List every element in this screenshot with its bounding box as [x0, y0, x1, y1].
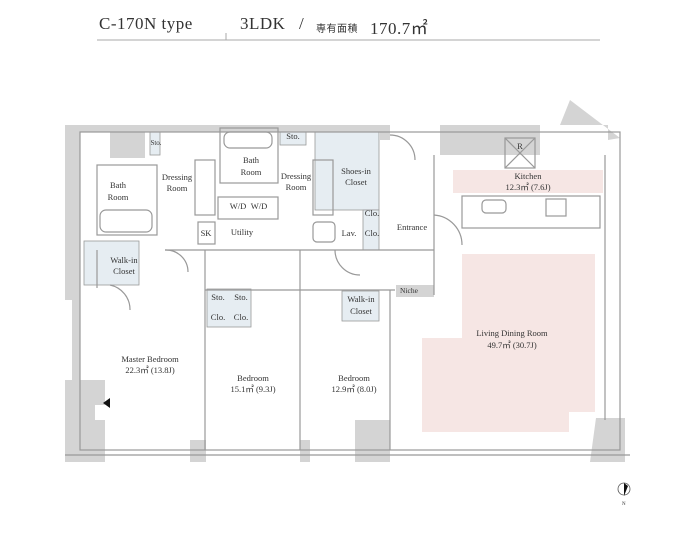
label-bedroom-2-area: 12.9㎡ (8.0J): [331, 384, 377, 394]
label-bath-mid: Bath: [242, 155, 260, 165]
label-kitchen-area: 12.3㎡ (7.6J): [505, 182, 551, 192]
label-walkin-left: Walk-in: [110, 255, 138, 265]
label-bedroom-2: Bedroom: [338, 373, 370, 383]
label-niche: Niche: [400, 286, 418, 295]
label-lav: Lav.: [341, 228, 357, 238]
label-walkin-left-2: Closet: [113, 266, 135, 276]
label-dressing-mid: Dressing: [280, 171, 312, 181]
label-walkin-mid: Walk-in: [347, 294, 375, 304]
label-dressing-left: Dressing: [161, 172, 193, 182]
label-sto-mid: Sto.: [286, 131, 300, 141]
label-dressing-mid-2: Room: [285, 182, 307, 192]
label-entrance: Entrance: [396, 222, 428, 232]
entrance-arrow-icon: [103, 398, 110, 408]
kitchen-area: [453, 170, 603, 193]
label-bath-left: Bath: [109, 180, 127, 190]
compass-icon: [617, 482, 631, 496]
label-shoes-closet: Shoes-in: [341, 166, 371, 176]
label-wd-1: W/D: [229, 201, 247, 211]
label-sto-b1: Sto.: [211, 292, 225, 302]
label-clo-b1: Clo.: [210, 312, 226, 322]
label-sto-topleft: Sto.: [150, 139, 162, 147]
closets: [83, 127, 380, 328]
room-outlines: [65, 127, 630, 456]
label-sk: SK: [200, 228, 212, 238]
label-clo-b2: Clo.: [233, 312, 249, 322]
label-bath-left-2: Room: [107, 192, 129, 202]
label-wd-2: W/D: [250, 201, 268, 211]
label-dressing-left-2: Room: [166, 183, 188, 193]
label-sto-b2: Sto.: [234, 292, 248, 302]
label-clo-2: Clo.: [364, 228, 380, 238]
area-value: 170.7㎡: [370, 19, 429, 38]
layout-type: 3LDK: [240, 14, 286, 33]
label-clo-1: Clo.: [364, 208, 380, 218]
label-master-bedroom: Master Bedroom: [121, 354, 179, 364]
label-ldk: Living Dining Room: [476, 328, 548, 338]
label-bedroom-1-area: 15.1㎡ (9.3J): [230, 384, 276, 394]
label-utility: Utility: [230, 227, 254, 237]
unit-type: C-170N type: [99, 14, 193, 33]
compass-label: N: [622, 502, 626, 507]
separator: /: [299, 14, 305, 33]
area-label: 専有面積: [316, 24, 358, 35]
label-kitchen: Kitchen: [514, 171, 542, 181]
label-shoes-closet-2: Closet: [345, 177, 367, 187]
ldk-area: [422, 254, 595, 432]
label-bedroom-1: Bedroom: [237, 373, 269, 383]
label-master-bedroom-area: 22.3㎡ (13.8J): [125, 365, 175, 375]
label-ldk-area: 49.7㎡ (30.7J): [487, 340, 537, 350]
label-bath-mid-2: Room: [240, 167, 262, 177]
label-walkin-mid-2: Closet: [350, 306, 372, 316]
label-refrigerator: R: [517, 141, 523, 151]
walls: [65, 100, 625, 462]
